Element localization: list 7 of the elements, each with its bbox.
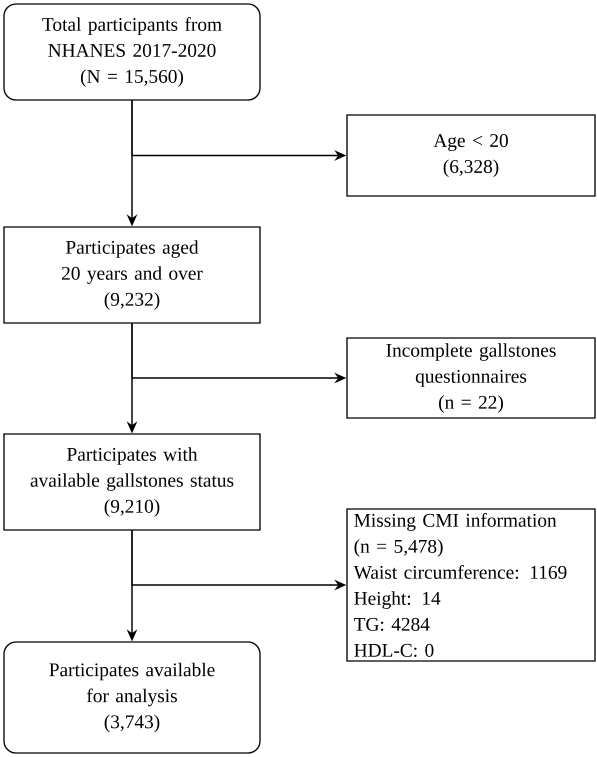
process-box: Participates aged 20 years and over (9,232) [3, 226, 261, 324]
exclusion-box: Missing CMI information (n = 5,478) Waist circumference: 1169 Height: 14 TG: 4284 HDL-C: 0 [346, 508, 596, 662]
exclusion-box: Age < 20 (6,328) [346, 114, 596, 197]
exclusion-box: Incomplete gallstones questionnaires (n = 22) [346, 337, 596, 419]
process-box: Participates with available gallstones status (9,210) [3, 433, 261, 531]
end-box: Participates available for analysis (3,743) [3, 641, 261, 754]
start-box: Total participants from NHANES 2017-2020 (N = 15,560) [3, 3, 261, 101]
